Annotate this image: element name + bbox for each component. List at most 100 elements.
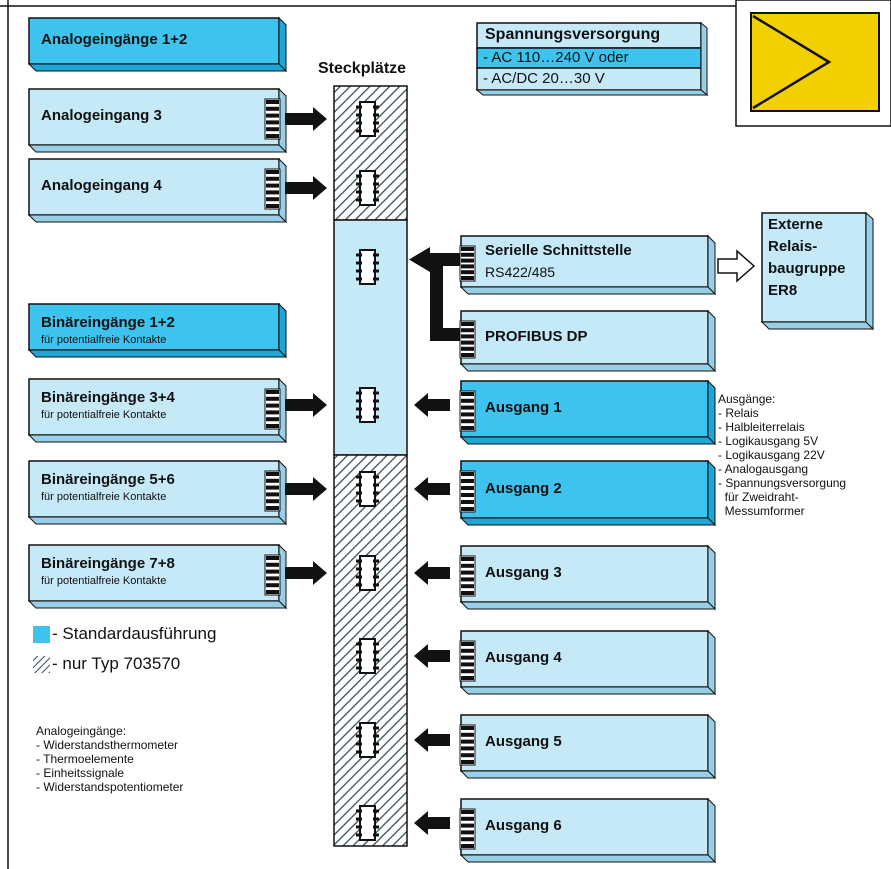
- slot-connector-icon: [356, 471, 379, 507]
- left-module: [27, 157, 288, 224]
- inputs-note-item: - Thermoelemente: [36, 752, 134, 766]
- connector-icon: [459, 470, 476, 513]
- arrow-left: [414, 561, 450, 585]
- logo: [735, 0, 891, 127]
- arrow-right: [285, 393, 327, 417]
- outputs-note-item: Messumformer: [718, 504, 805, 518]
- right-module-title: Ausgang 1: [485, 399, 562, 416]
- external-line-1: Externe: [768, 216, 824, 233]
- left-module: [27, 377, 288, 444]
- power-supply-box: [475, 21, 709, 97]
- arrow-right: [285, 176, 327, 200]
- legend-swatches: [33, 626, 50, 673]
- outputs-note-item: - Relais: [718, 406, 759, 420]
- arrow-left: [414, 393, 450, 417]
- power-supply-option-1: - AC 110…240 V oder: [483, 49, 629, 66]
- left-module-title: Binäreingänge 7+8: [41, 555, 175, 572]
- inputs-note-item: - Widerstandsthermometer: [36, 738, 179, 752]
- left-module-title: Analogeingänge 1+2: [41, 31, 188, 48]
- slot-connector-icon: [356, 170, 379, 206]
- arrow-right: [285, 561, 327, 585]
- arrow-left: [414, 477, 450, 501]
- outputs-note: Ausgänge: - Relais - Halbleiterrelais - …: [718, 392, 846, 518]
- arrow-left: [414, 811, 450, 835]
- connector-icon: [459, 555, 476, 597]
- left-module-title: Binäreingänge 3+4: [41, 389, 175, 406]
- outputs-note-item: für Zweidraht-: [718, 490, 799, 504]
- right-module: [459, 459, 717, 527]
- external-line-3: baugruppe: [768, 260, 846, 277]
- right-module: [459, 309, 717, 373]
- connector-icon: [459, 320, 476, 359]
- right-module: [459, 379, 717, 446]
- legend-optional-label: - nur Typ 703570: [52, 654, 181, 673]
- external-relay-box: [760, 211, 875, 331]
- right-module: [459, 629, 717, 696]
- left-module-title: Analogeingang 4: [41, 177, 162, 194]
- arrow-left: [414, 644, 450, 668]
- slots-title: Steckplätze: [318, 60, 407, 77]
- right-module-title: PROFIBUS DP: [485, 328, 588, 345]
- inputs-note-title: Analogeingänge:: [36, 724, 127, 738]
- external-line-2: Relais-: [768, 238, 818, 255]
- power-supply-option-2: - AC/DC 20…30 V: [483, 70, 605, 87]
- arrow-right: [285, 107, 327, 131]
- right-module-title: Ausgang 3: [485, 564, 562, 581]
- legend-standard-label: - Standardausführung: [52, 624, 217, 643]
- right-module: [459, 544, 717, 611]
- power-supply-title: Spannungsversorgung: [485, 26, 661, 43]
- outputs-note-title: Ausgänge:: [718, 392, 776, 406]
- left-module: [27, 459, 288, 526]
- left-module-subtitle: für potentialfreie Kontakte: [41, 491, 167, 503]
- right-module-title: Ausgang 2: [485, 480, 562, 497]
- outputs-note-item: - Logikausgang 5V: [718, 434, 819, 448]
- arrow-right: [285, 477, 327, 501]
- outputs-note-item: - Halbleiterrelais: [718, 420, 805, 434]
- right-module-title: Ausgang 6: [485, 817, 562, 834]
- connector-icon: [264, 388, 281, 430]
- right-module-title: Serielle Schnittstelle: [485, 242, 632, 259]
- left-module-subtitle: für potentialfreie Kontakte: [41, 575, 167, 587]
- left-module-subtitle: für potentialfreie Kontakte: [41, 409, 167, 421]
- left-module: [27, 302, 288, 359]
- external-line-4: ER8: [768, 282, 798, 299]
- inputs-note-item: - Einheitssignale: [36, 766, 125, 780]
- left-module-title: Binäreingänge 1+2: [41, 314, 175, 331]
- left-module-title: Binäreingänge 5+6: [41, 471, 175, 488]
- hollow-arrow: [717, 249, 756, 283]
- slot-connector-icon: [356, 555, 379, 591]
- right-module: [459, 797, 717, 864]
- slot-connector-icon: [356, 387, 379, 423]
- left-module-subtitle: für potentialfreie Kontakte: [41, 334, 167, 346]
- outputs-note-item: - Spannungsversorgung: [718, 476, 847, 490]
- right-module-title: Ausgang 4: [485, 649, 562, 666]
- connector-icon: [264, 168, 281, 210]
- outputs-note-item: - Logikausgang 22V: [718, 448, 825, 462]
- connector-icon: [264, 470, 281, 512]
- left-module: [27, 543, 288, 610]
- right-module: [459, 713, 717, 780]
- slot-connector-icon: [356, 722, 379, 758]
- inputs-note-item: - Widerstandspotentiometer: [36, 780, 184, 794]
- right-module-title: Ausgang 5: [485, 733, 562, 750]
- slot-connector-icon: [356, 101, 379, 137]
- right-module-subtitle: RS422/485: [485, 264, 556, 280]
- left-module: [27, 87, 288, 154]
- arrow-left: [414, 728, 450, 752]
- left-module-title: Analogeingang 3: [41, 107, 162, 124]
- connector-icon: [459, 390, 476, 432]
- connector-icon: [459, 724, 476, 766]
- inputs-note: Analogeingänge: - Widerstandsthermometer…: [36, 724, 183, 794]
- outputs-note-item: - Analogausgang: [718, 462, 809, 476]
- legend-optional-swatch: [33, 656, 50, 673]
- connector-icon: [459, 245, 476, 282]
- right-module: [459, 234, 717, 296]
- slot-connector-icon: [356, 805, 379, 841]
- connector-icon: [459, 808, 476, 850]
- connector-icon: [264, 98, 281, 140]
- connector-icon: [459, 640, 476, 682]
- slot-connector-icon: [356, 249, 379, 285]
- interface-arrow: [409, 247, 460, 341]
- left-module: [27, 16, 288, 73]
